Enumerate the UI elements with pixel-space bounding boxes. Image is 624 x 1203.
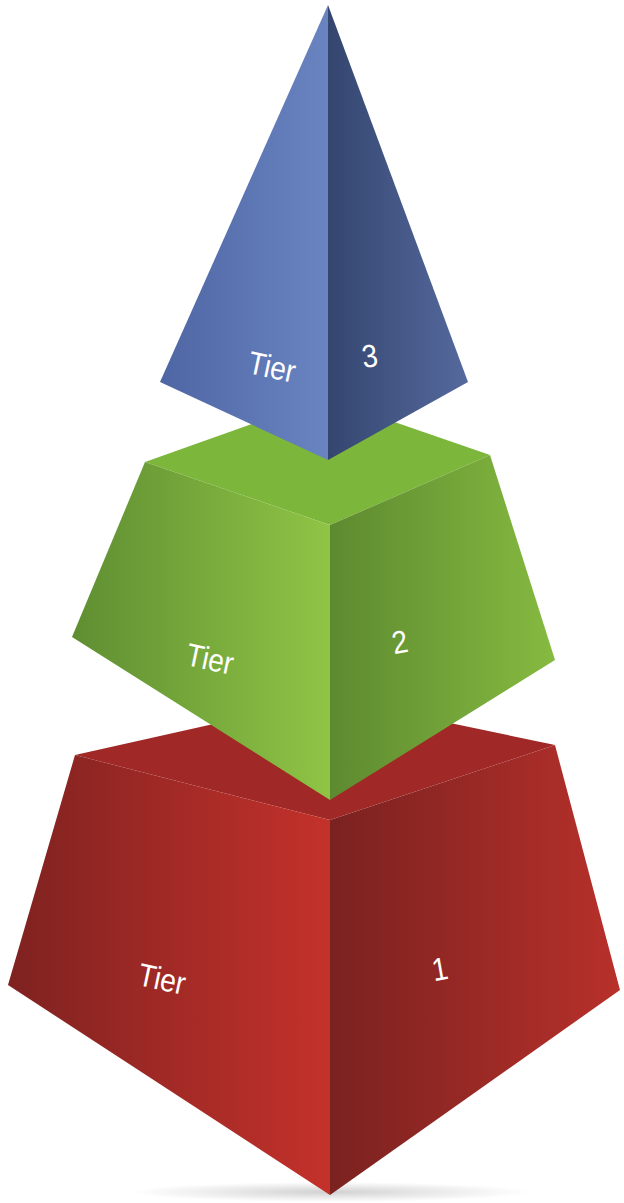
green-left-face xyxy=(72,462,330,800)
tier-label: Tier xyxy=(135,958,189,1002)
tier-label: Tier xyxy=(183,638,237,682)
tier-number: 1 xyxy=(429,951,451,988)
text-slot: 3 xyxy=(360,338,380,375)
text-slot: Tier xyxy=(183,638,237,682)
text-slot: Tier xyxy=(245,346,299,390)
text-slot: 1 xyxy=(429,951,451,988)
green-right-face xyxy=(330,455,555,800)
red-left-face xyxy=(8,755,330,1195)
tier-number: 2 xyxy=(389,624,411,661)
tier-1-block: Tier 1 xyxy=(8,700,624,1195)
red-right-face xyxy=(330,745,620,1195)
blue-left-face xyxy=(160,5,328,460)
tier-2-block: Tier 2 xyxy=(72,395,555,800)
tier-number: 3 xyxy=(360,338,380,375)
tier-label: Tier xyxy=(245,346,299,390)
text-slot: 2 xyxy=(389,624,411,661)
text-slot: Tier xyxy=(135,958,189,1002)
tier-3-pyramid: Tier 3 xyxy=(160,5,470,460)
blue-right-face xyxy=(328,5,468,460)
